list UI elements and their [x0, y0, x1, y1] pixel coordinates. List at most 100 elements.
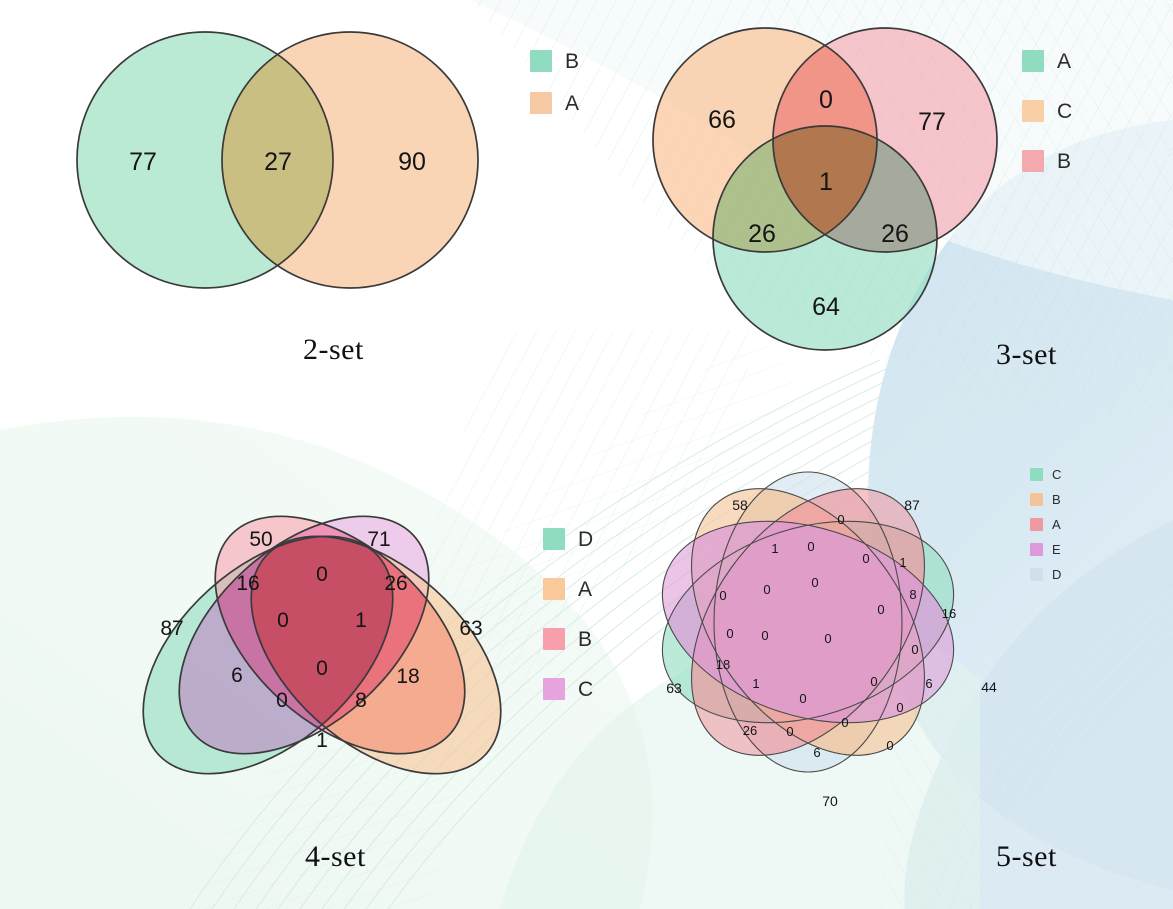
venn5-label-r16: 1	[752, 676, 759, 691]
panel-two-set: 77 27 90	[60, 10, 530, 330]
panel-four-set: 87 50 71 63 16 0 26 0 1 0 6 18 0 8 1	[108, 495, 538, 825]
venn5-set-D-outline	[713, 471, 903, 773]
venn3-set-C-outline	[652, 27, 878, 253]
legend-item-C3[interactable]: C	[1022, 100, 1072, 122]
legend-five-set: C B A E D	[1030, 468, 1061, 593]
venn4-label-A-B-D: 18	[396, 665, 419, 688]
venn5-label-A: 63	[666, 680, 682, 696]
venn5-label-r18: 6	[925, 676, 932, 691]
legend-label-D4: D	[578, 527, 594, 551]
venn5-label-r17: 0	[870, 674, 877, 689]
legend-label-B: B	[565, 49, 580, 73]
venn5-overlap-CE	[662, 521, 954, 723]
venn2-label-B: 77	[129, 148, 157, 176]
venn5-label-r10: 16	[942, 606, 956, 621]
legend-item-D5[interactable]: D	[1030, 568, 1061, 581]
venn5-label-r15: 18	[716, 657, 730, 672]
venn5-fill-layers	[662, 472, 954, 772]
venn4-label-C-D: 16	[236, 572, 259, 595]
legend-swatch-E-icon	[1030, 543, 1043, 556]
legend-label-B3: B	[1057, 149, 1072, 173]
legend-three-set: A C B	[1022, 50, 1072, 192]
venn4-set-A-area	[251, 536, 501, 774]
venn4-set-B-outline	[214, 515, 466, 755]
venn5-label-r3: 0	[862, 551, 869, 566]
legend-item-A[interactable]: A	[530, 92, 579, 114]
venn5-label-D: 87	[904, 497, 920, 513]
venn4-set-A-outline	[250, 535, 502, 775]
venn5-overlap-CB	[691, 488, 925, 756]
legend-item-E5[interactable]: E	[1030, 543, 1061, 556]
venn5-label-r12: 0	[761, 628, 768, 643]
venn5-overlap-CA	[691, 488, 925, 756]
venn2-set-B-outline	[76, 31, 334, 289]
legend-four-set: D A B C	[543, 528, 593, 720]
venn5-label-E: 58	[732, 497, 748, 513]
venn5-label-D_E: 0	[837, 512, 844, 527]
legend-swatch-B-icon	[1030, 493, 1043, 506]
venn4-label-C: 50	[249, 528, 272, 551]
caption-five-set: 5-set	[996, 840, 1057, 873]
venn5-label-C: 44	[981, 679, 997, 695]
legend-swatch-D-icon	[1030, 568, 1043, 581]
venn4-overlap-ABD	[251, 536, 437, 774]
venn5-label-r22: 0	[786, 724, 793, 739]
legend-swatch-A-icon	[1030, 518, 1043, 531]
venn5-label-r19: 0	[799, 691, 806, 706]
venn5-label-r25: 6	[813, 745, 820, 760]
venn2-set-A-outline	[221, 31, 479, 289]
venn3-set-A-outline	[712, 125, 938, 351]
legend-item-A3[interactable]: A	[1022, 50, 1072, 72]
venn2-diagram: 77 27 90	[76, 31, 479, 289]
venn5-overlap-DE	[714, 521, 902, 723]
legend-item-B3[interactable]: B	[1022, 150, 1072, 172]
legend-item-C5[interactable]: C	[1030, 468, 1061, 481]
venn4-diagram: 87 50 71 63 16 0 26 0 1 0 6 18 0 8 1	[142, 515, 502, 775]
venn5-label-r1: 1	[771, 541, 778, 556]
venn2-label-A-B: 27	[264, 148, 292, 176]
venn4-label-B: 71	[367, 528, 390, 551]
venn5-label-r14: 0	[911, 642, 918, 657]
venn5-label-B: 70	[822, 793, 838, 809]
legend-label-C5: C	[1052, 467, 1062, 482]
venn3-set-B-outline	[772, 27, 998, 253]
legend-label-A3: A	[1057, 49, 1072, 73]
legend-item-A5[interactable]: A	[1030, 518, 1061, 531]
legend-swatch-B-icon	[530, 50, 552, 72]
legend-label-D5: D	[1052, 567, 1062, 582]
venn5-overlap-DC	[714, 521, 902, 723]
legend-item-B[interactable]: B	[530, 50, 579, 72]
venn4-label-A: 63	[459, 617, 482, 640]
venn5-label-r11: 0	[726, 626, 733, 641]
venn3-overlap-BC	[773, 28, 877, 252]
venn5-label-r24: 0	[886, 738, 893, 753]
caption-four-set: 4-set	[305, 840, 366, 873]
venn4-label-A-D: 1	[316, 729, 328, 752]
venn4-overlap-AD	[251, 536, 437, 774]
venn4-label-A-B: 26	[384, 572, 407, 595]
legend-two-set: B A	[530, 50, 579, 134]
legend-item-A4[interactable]: A	[543, 578, 593, 600]
venn3-label-A-B-C: 1	[819, 168, 833, 196]
legend-item-B4[interactable]: B	[543, 628, 593, 650]
venn4-label-A-C-D: 6	[231, 664, 243, 687]
venn3-label-B: 77	[918, 108, 946, 136]
legend-item-C4[interactable]: C	[543, 678, 593, 700]
venn3-diagram: 66 0 77 1 26 26 64	[652, 27, 998, 351]
venn5-set-A-outline	[691, 488, 925, 756]
legend-label-B5: B	[1052, 492, 1061, 507]
venn5-label-r6: 0	[763, 582, 770, 597]
venn4-label-D-extra: 0	[276, 689, 288, 712]
venn3-label-A-B: 26	[881, 220, 909, 248]
venn5-set-C-outline	[661, 520, 955, 724]
caption-three-set: 3-set	[996, 338, 1057, 371]
legend-item-D4[interactable]: D	[543, 528, 593, 550]
venn4-overlap-ABCD	[251, 536, 437, 774]
venn5-label-r7: 0	[811, 575, 818, 590]
venn5-overlap-DA	[714, 488, 902, 756]
venn5-overlap-BE	[662, 521, 954, 723]
venn4-label-B-C-D: 0	[277, 609, 289, 632]
legend-item-B5[interactable]: B	[1030, 493, 1061, 506]
